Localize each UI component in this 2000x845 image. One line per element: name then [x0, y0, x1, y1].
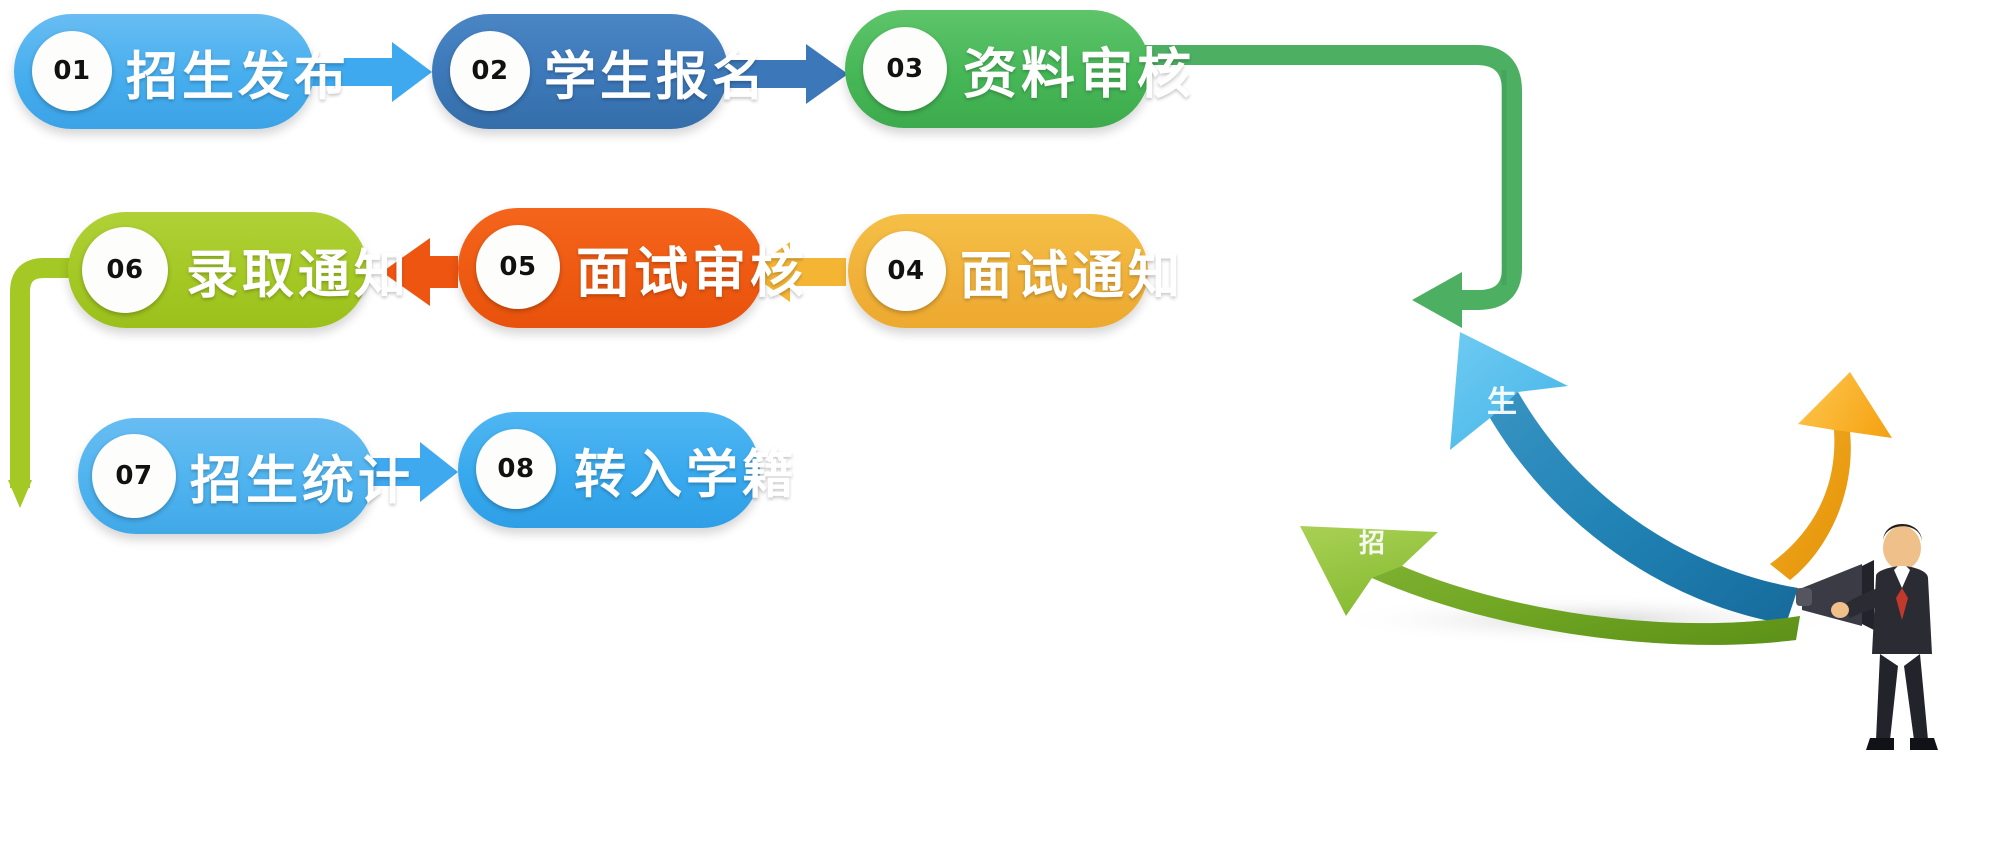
step-number-badge-07: 07: [92, 434, 176, 518]
businessman-figure: [1831, 524, 1938, 750]
blue-ribbon-arrow: 生: [1450, 332, 1798, 624]
step-label-06: 录取通知: [186, 245, 411, 306]
green-arrow-label: 招: [1359, 529, 1385, 559]
connector-06-to-07: [8, 258, 76, 508]
step-label-03: 资料审核: [963, 42, 1195, 106]
step-label-08: 转入学籍: [574, 445, 799, 506]
step-label-07: 招生统计: [190, 451, 415, 512]
step-pill-05[interactable]: 05 面试审核: [458, 208, 804, 328]
step-pill-04[interactable]: 04 面试通知: [848, 214, 1180, 328]
step-number-badge-01: 01: [32, 31, 112, 111]
connector-07-to-08: [372, 442, 458, 502]
connector-02-to-03: [726, 44, 848, 104]
step-number-badge-05: 05: [476, 225, 560, 309]
green-ribbon-arrow: 招: [1300, 526, 1800, 645]
connector-03-to-04: [1140, 45, 1522, 328]
blue-arrow-label: 生: [1487, 385, 1517, 420]
step-number-badge-06: 06: [82, 227, 168, 313]
step-label-01: 招生发布: [126, 47, 351, 107]
step-number-badge-04: 04: [866, 231, 946, 311]
step-pill-06[interactable]: 06 录取通知: [68, 212, 406, 328]
orange-ribbon-arrow: [1770, 372, 1892, 580]
step-pill-07[interactable]: 07 招生统计: [78, 418, 410, 534]
step-pill-08[interactable]: 08 转入学籍: [458, 412, 794, 528]
connector-05-to-06: [382, 238, 458, 306]
step-number-badge-03: 03: [863, 27, 947, 111]
step-number-badge-08: 08: [476, 429, 556, 509]
step-pill-03[interactable]: 03 资料审核: [845, 10, 1191, 128]
step-pill-02[interactable]: 02 学生报名: [432, 14, 764, 129]
connector-04-to-05: [748, 242, 846, 302]
decorative-illustration: 生 招: [1150, 320, 2000, 840]
step-label-04: 面试通知: [960, 246, 1185, 307]
step-label-05: 面试审核: [576, 241, 808, 305]
step-label-02: 学生报名: [544, 47, 769, 107]
connector-01-to-02: [312, 42, 432, 102]
step-pill-01[interactable]: 01 招生发布: [14, 14, 346, 129]
step-number-badge-02: 02: [450, 31, 530, 111]
growth-arrows-svg: 生 招: [1300, 332, 1938, 750]
